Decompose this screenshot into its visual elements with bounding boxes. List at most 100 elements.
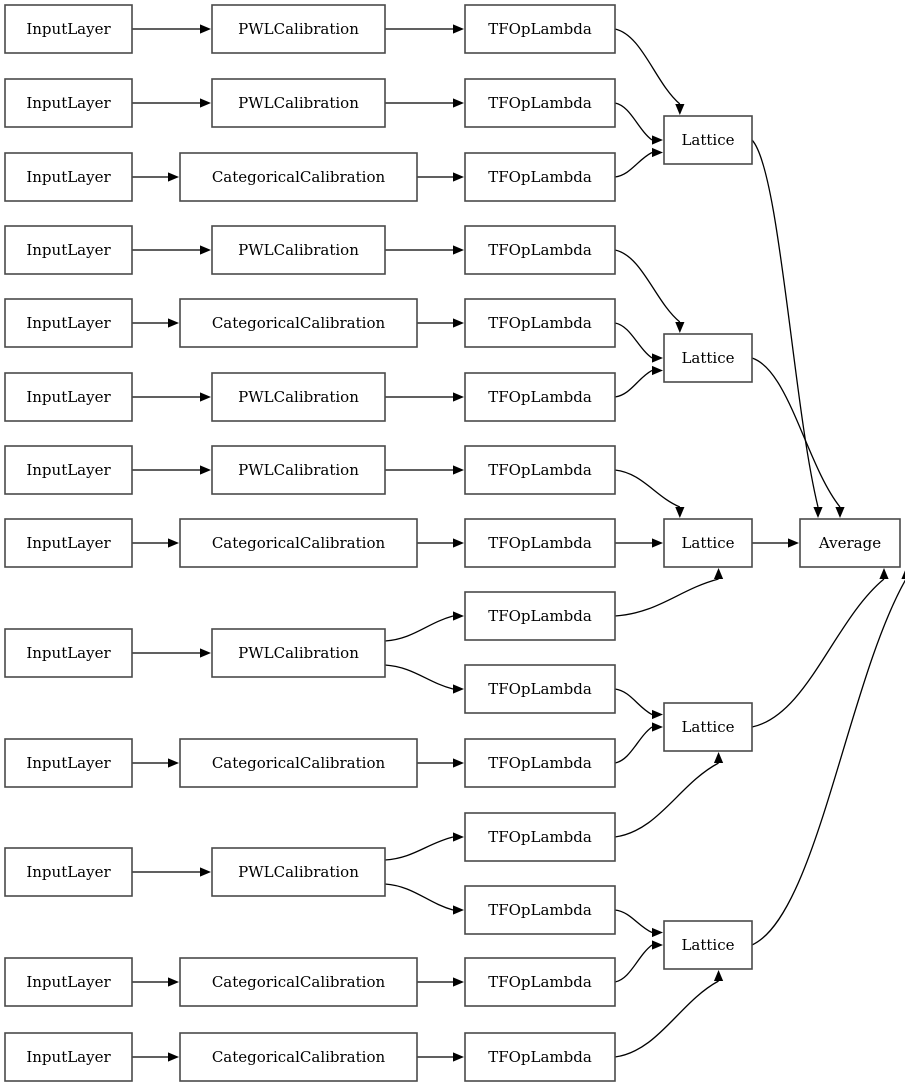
node-box-op13[interactable] [464, 885, 616, 935]
node-box-cal2[interactable] [211, 78, 386, 128]
node-tfop-lambda-op2[interactable]: TFOpLambda [464, 78, 616, 128]
node-categorical-calibration-cal10[interactable]: CategoricalCalibration [179, 738, 418, 788]
node-input-layer-in2[interactable]: InputLayer [4, 78, 133, 128]
node-categorical-calibration-cal13[interactable]: CategoricalCalibration [179, 1032, 418, 1082]
node-average-avg[interactable]: Average [799, 518, 901, 568]
node-pwlcalibration-cal2[interactable]: PWLCalibration [211, 78, 386, 128]
node-box-cal3[interactable] [179, 152, 418, 202]
node-categorical-calibration-cal5[interactable]: CategoricalCalibration [179, 298, 418, 348]
node-box-op4[interactable] [464, 225, 616, 275]
node-box-cal1[interactable] [211, 4, 386, 54]
node-box-in8[interactable] [4, 518, 133, 568]
node-input-layer-in11[interactable]: InputLayer [4, 847, 133, 897]
node-box-avg[interactable] [799, 518, 901, 568]
node-tfop-lambda-op10[interactable]: TFOpLambda [464, 664, 616, 714]
node-input-layer-in1[interactable]: InputLayer [4, 4, 133, 54]
node-input-layer-in8[interactable]: InputLayer [4, 518, 133, 568]
node-box-op5[interactable] [464, 298, 616, 348]
node-tfop-lambda-op4[interactable]: TFOpLambda [464, 225, 616, 275]
node-box-cal13[interactable] [179, 1032, 418, 1082]
arrowhead-cal12-to-op14 [453, 977, 464, 987]
node-box-op2[interactable] [464, 78, 616, 128]
node-box-in6[interactable] [4, 372, 133, 422]
node-box-lat4[interactable] [663, 702, 753, 752]
node-tfop-lambda-op14[interactable]: TFOpLambda [464, 957, 616, 1007]
node-box-lat3[interactable] [663, 518, 753, 568]
node-box-op1[interactable] [464, 4, 616, 54]
node-input-layer-in3[interactable]: InputLayer [4, 152, 133, 202]
node-box-op9[interactable] [464, 591, 616, 641]
node-box-in12[interactable] [4, 957, 133, 1007]
node-tfop-lambda-op6[interactable]: TFOpLambda [464, 372, 616, 422]
node-box-in1[interactable] [4, 4, 133, 54]
node-lattice-lat3[interactable]: Lattice [663, 518, 753, 568]
node-input-layer-in12[interactable]: InputLayer [4, 957, 133, 1007]
node-box-cal7[interactable] [211, 445, 386, 495]
node-lattice-lat5[interactable]: Lattice [663, 920, 753, 970]
node-box-in10[interactable] [4, 738, 133, 788]
node-lattice-lat2[interactable]: Lattice [663, 333, 753, 383]
node-tfop-lambda-op11[interactable]: TFOpLambda [464, 738, 616, 788]
node-box-op12[interactable] [464, 812, 616, 862]
node-box-cal8[interactable] [179, 518, 418, 568]
node-lattice-lat1[interactable]: Lattice [663, 115, 753, 165]
node-tfop-lambda-op8[interactable]: TFOpLambda [464, 518, 616, 568]
node-box-lat2[interactable] [663, 333, 753, 383]
node-box-op8[interactable] [464, 518, 616, 568]
node-pwlcalibration-cal11[interactable]: PWLCalibration [211, 847, 386, 897]
node-box-in11[interactable] [4, 847, 133, 897]
node-box-in13[interactable] [4, 1032, 133, 1082]
node-input-layer-in4[interactable]: InputLayer [4, 225, 133, 275]
arrowhead-cal9-to-op9 [453, 611, 464, 621]
node-input-layer-in7[interactable]: InputLayer [4, 445, 133, 495]
node-tfop-lambda-op12[interactable]: TFOpLambda [464, 812, 616, 862]
node-categorical-calibration-cal8[interactable]: CategoricalCalibration [179, 518, 418, 568]
arrowhead-in2-to-cal2 [200, 98, 211, 108]
node-box-in2[interactable] [4, 78, 133, 128]
node-box-cal11[interactable] [211, 847, 386, 897]
node-box-lat1[interactable] [663, 115, 753, 165]
node-tfop-lambda-op9[interactable]: TFOpLambda [464, 591, 616, 641]
node-box-cal9[interactable] [211, 628, 386, 678]
node-box-cal6[interactable] [211, 372, 386, 422]
node-pwlcalibration-cal4[interactable]: PWLCalibration [211, 225, 386, 275]
edge-lat1-to-avg [751, 139, 819, 508]
node-tfop-lambda-op1[interactable]: TFOpLambda [464, 4, 616, 54]
node-box-op6[interactable] [464, 372, 616, 422]
node-pwlcalibration-cal9[interactable]: PWLCalibration [211, 628, 386, 678]
node-pwlcalibration-cal7[interactable]: PWLCalibration [211, 445, 386, 495]
node-input-layer-in10[interactable]: InputLayer [4, 738, 133, 788]
node-box-op11[interactable] [464, 738, 616, 788]
node-box-lat5[interactable] [663, 920, 753, 970]
node-tfop-lambda-op15[interactable]: TFOpLambda [464, 1032, 616, 1082]
node-input-layer-in9[interactable]: InputLayer [4, 628, 133, 678]
node-pwlcalibration-cal6[interactable]: PWLCalibration [211, 372, 386, 422]
node-box-op3[interactable] [464, 152, 616, 202]
node-box-in3[interactable] [4, 152, 133, 202]
node-box-in5[interactable] [4, 298, 133, 348]
node-tfop-lambda-op3[interactable]: TFOpLambda [464, 152, 616, 202]
node-tfop-lambda-op7[interactable]: TFOpLambda [464, 445, 616, 495]
node-input-layer-in13[interactable]: InputLayer [4, 1032, 133, 1082]
arrowhead-op2-to-lat1 [652, 135, 663, 145]
node-box-in7[interactable] [4, 445, 133, 495]
node-box-op7[interactable] [464, 445, 616, 495]
arrowhead-op12-to-lat4 [713, 752, 724, 763]
node-box-op15[interactable] [464, 1032, 616, 1082]
node-pwlcalibration-cal1[interactable]: PWLCalibration [211, 4, 386, 54]
node-box-cal4[interactable] [211, 225, 386, 275]
node-box-cal10[interactable] [179, 738, 418, 788]
node-box-cal5[interactable] [179, 298, 418, 348]
node-box-op14[interactable] [464, 957, 616, 1007]
node-input-layer-in6[interactable]: InputLayer [4, 372, 133, 422]
node-lattice-lat4[interactable]: Lattice [663, 702, 753, 752]
node-box-cal12[interactable] [179, 957, 418, 1007]
node-categorical-calibration-cal3[interactable]: CategoricalCalibration [179, 152, 418, 202]
node-box-in4[interactable] [4, 225, 133, 275]
node-box-op10[interactable] [464, 664, 616, 714]
node-categorical-calibration-cal12[interactable]: CategoricalCalibration [179, 957, 418, 1007]
node-input-layer-in5[interactable]: InputLayer [4, 298, 133, 348]
node-tfop-lambda-op13[interactable]: TFOpLambda [464, 885, 616, 935]
node-box-in9[interactable] [4, 628, 133, 678]
node-tfop-lambda-op5[interactable]: TFOpLambda [464, 298, 616, 348]
